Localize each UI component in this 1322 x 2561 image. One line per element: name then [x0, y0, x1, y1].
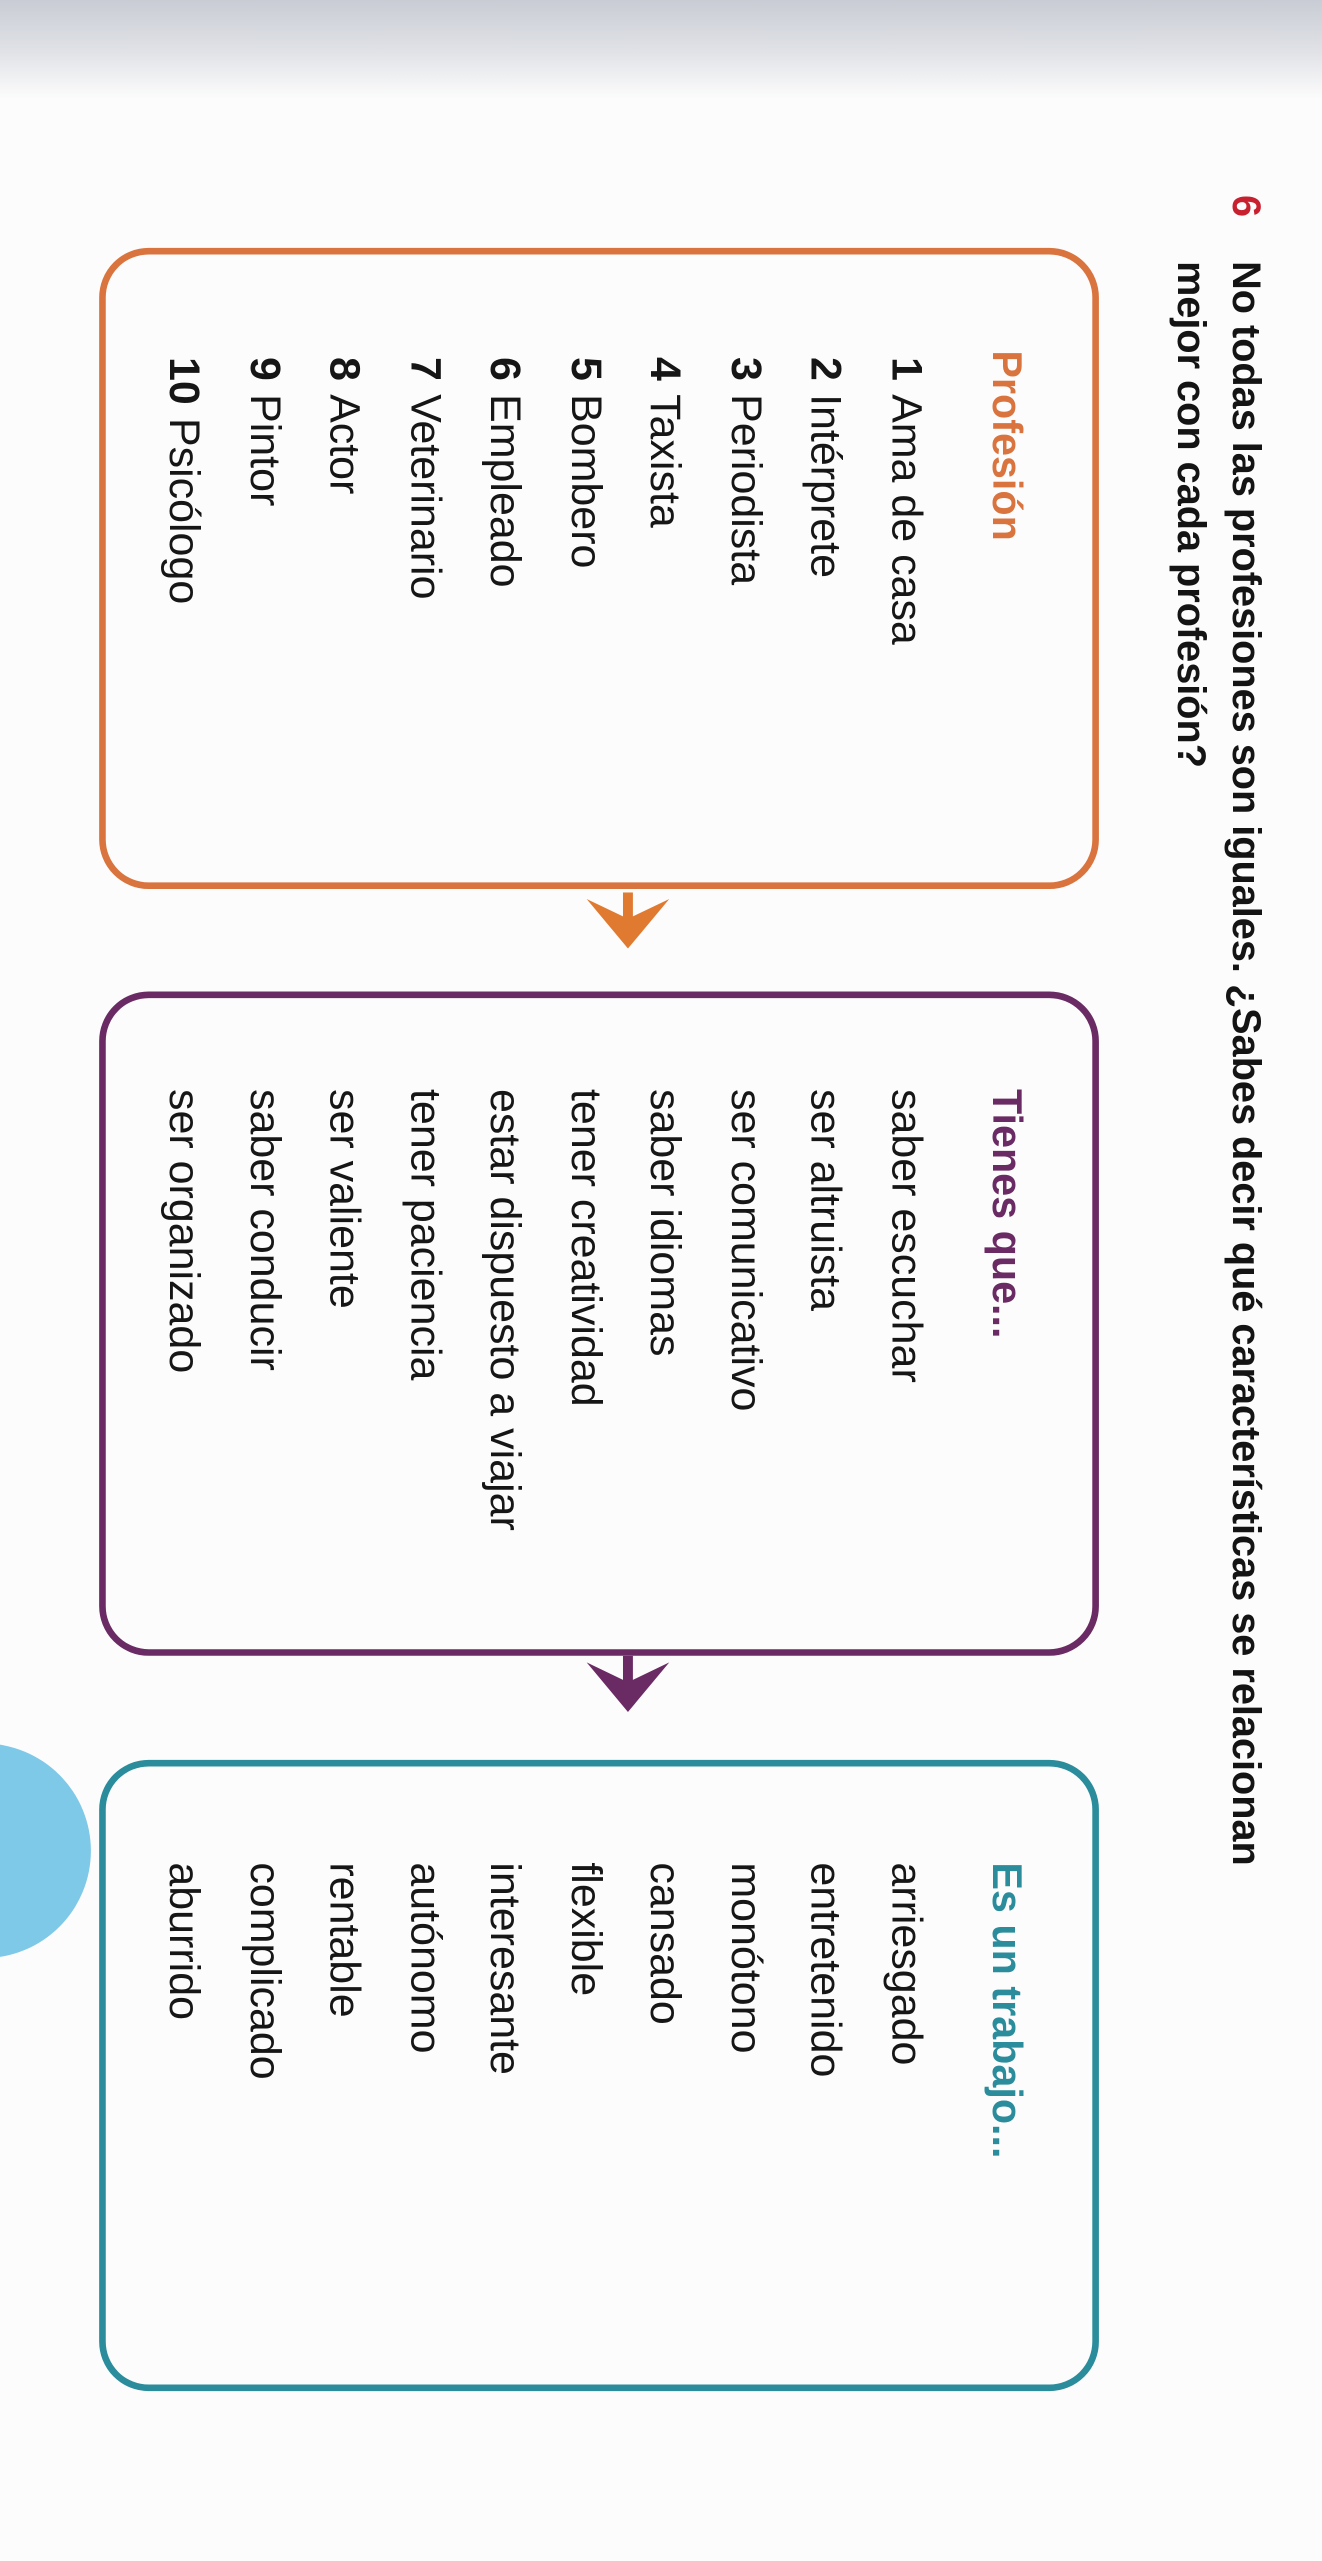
list-item: 10Psicólogo — [145, 357, 225, 645]
exercise-title: 6 No todas las profesiones son iguales. ¿… — [1163, 195, 1272, 1866]
item-number: 1 — [882, 356, 933, 381]
page-edge-shadow — [0, 0, 1322, 100]
list-item: ser comunicativo — [722, 1088, 772, 1412]
profession-heading: Profesión — [983, 350, 1030, 541]
list-item: interesante — [481, 1862, 532, 2075]
list-item: saber conducir — [241, 1088, 291, 1371]
item-label: Empleado — [481, 394, 532, 588]
list-item: rentable — [321, 1862, 371, 2018]
item-label: Ama de casa — [882, 394, 933, 645]
es-un-trabajo-box: Es un trabajo... arriesgado entretenido mo… — [99, 1759, 1099, 2392]
list-item: 8Actor — [306, 357, 386, 645]
list-item: arriesgado — [882, 1862, 933, 2066]
list-item: tener creatividad — [561, 1088, 612, 1407]
title-line-1: No todas las profesiones son iguales. ¿S… — [1222, 261, 1268, 1866]
tienes-que-list: saber escuchar ser altruista ser comunicat… — [145, 1089, 946, 1531]
item-number: 9 — [241, 356, 291, 381]
list-item: 7Veterinario — [386, 357, 466, 645]
list-item: autónomo — [401, 1862, 452, 2054]
es-un-trabajo-list: arriesgado entretenido monótono cansado flex… — [145, 1862, 946, 2079]
title-line-2: mejor con cada profesión? — [1168, 261, 1213, 768]
list-item: monótono — [722, 1862, 772, 2054]
arrow-right-icon — [586, 1655, 670, 1712]
item-number: 5 — [561, 356, 612, 381]
list-item: 9Pintor — [226, 357, 306, 645]
item-number: 2 — [802, 356, 852, 381]
item-label: Intérprete — [802, 394, 852, 578]
list-item: 3Periodista — [706, 357, 786, 645]
item-label: Pintor — [241, 394, 291, 507]
item-number: 4 — [641, 356, 692, 381]
list-item: ser valiente — [321, 1088, 371, 1309]
list-item: 2Intérprete — [787, 357, 867, 645]
list-item: flexible — [561, 1862, 612, 1997]
item-label: Taxista — [641, 394, 692, 528]
list-item: saber idiomas — [641, 1088, 692, 1357]
list-item: saber escuchar — [882, 1088, 933, 1383]
list-item: 6Empleado — [466, 357, 546, 645]
item-number: 3 — [722, 356, 772, 381]
list-item: 1Ama de casa — [867, 357, 947, 645]
es-un-trabajo-heading: Es un trabajo... — [983, 1862, 1030, 2159]
item-label: Actor — [321, 394, 371, 495]
list-item: 5Bombero — [546, 357, 626, 645]
list-item: entretenido — [802, 1862, 852, 2078]
list-item: aburrido — [161, 1862, 211, 2021]
item-number: 6 — [481, 356, 532, 381]
item-label: Periodista — [722, 394, 772, 586]
tienes-que-box: Tienes que... saber escuchar ser altruist… — [99, 991, 1099, 1656]
item-label: Veterinario — [401, 394, 452, 600]
list-item: ser organizado — [161, 1088, 211, 1374]
list-item: estar dispuesto a viajar — [481, 1088, 532, 1531]
list-item: complicado — [241, 1862, 291, 2080]
arrow-right-icon — [586, 892, 670, 949]
exercise-number: 6 — [1222, 194, 1268, 218]
list-item: ser altruista — [802, 1088, 852, 1312]
item-number: 7 — [401, 356, 452, 381]
list-item: cansado — [641, 1862, 692, 2025]
list-item: tener paciencia — [401, 1088, 452, 1381]
item-label: Psicólogo — [161, 417, 211, 605]
item-number: 10 — [161, 356, 211, 405]
item-label: Bombero — [561, 394, 612, 569]
tienes-que-heading: Tienes que... — [983, 1088, 1030, 1339]
list-item: 4Taxista — [626, 357, 706, 645]
decorative-circle — [0, 1743, 91, 1959]
item-number: 8 — [321, 356, 371, 381]
